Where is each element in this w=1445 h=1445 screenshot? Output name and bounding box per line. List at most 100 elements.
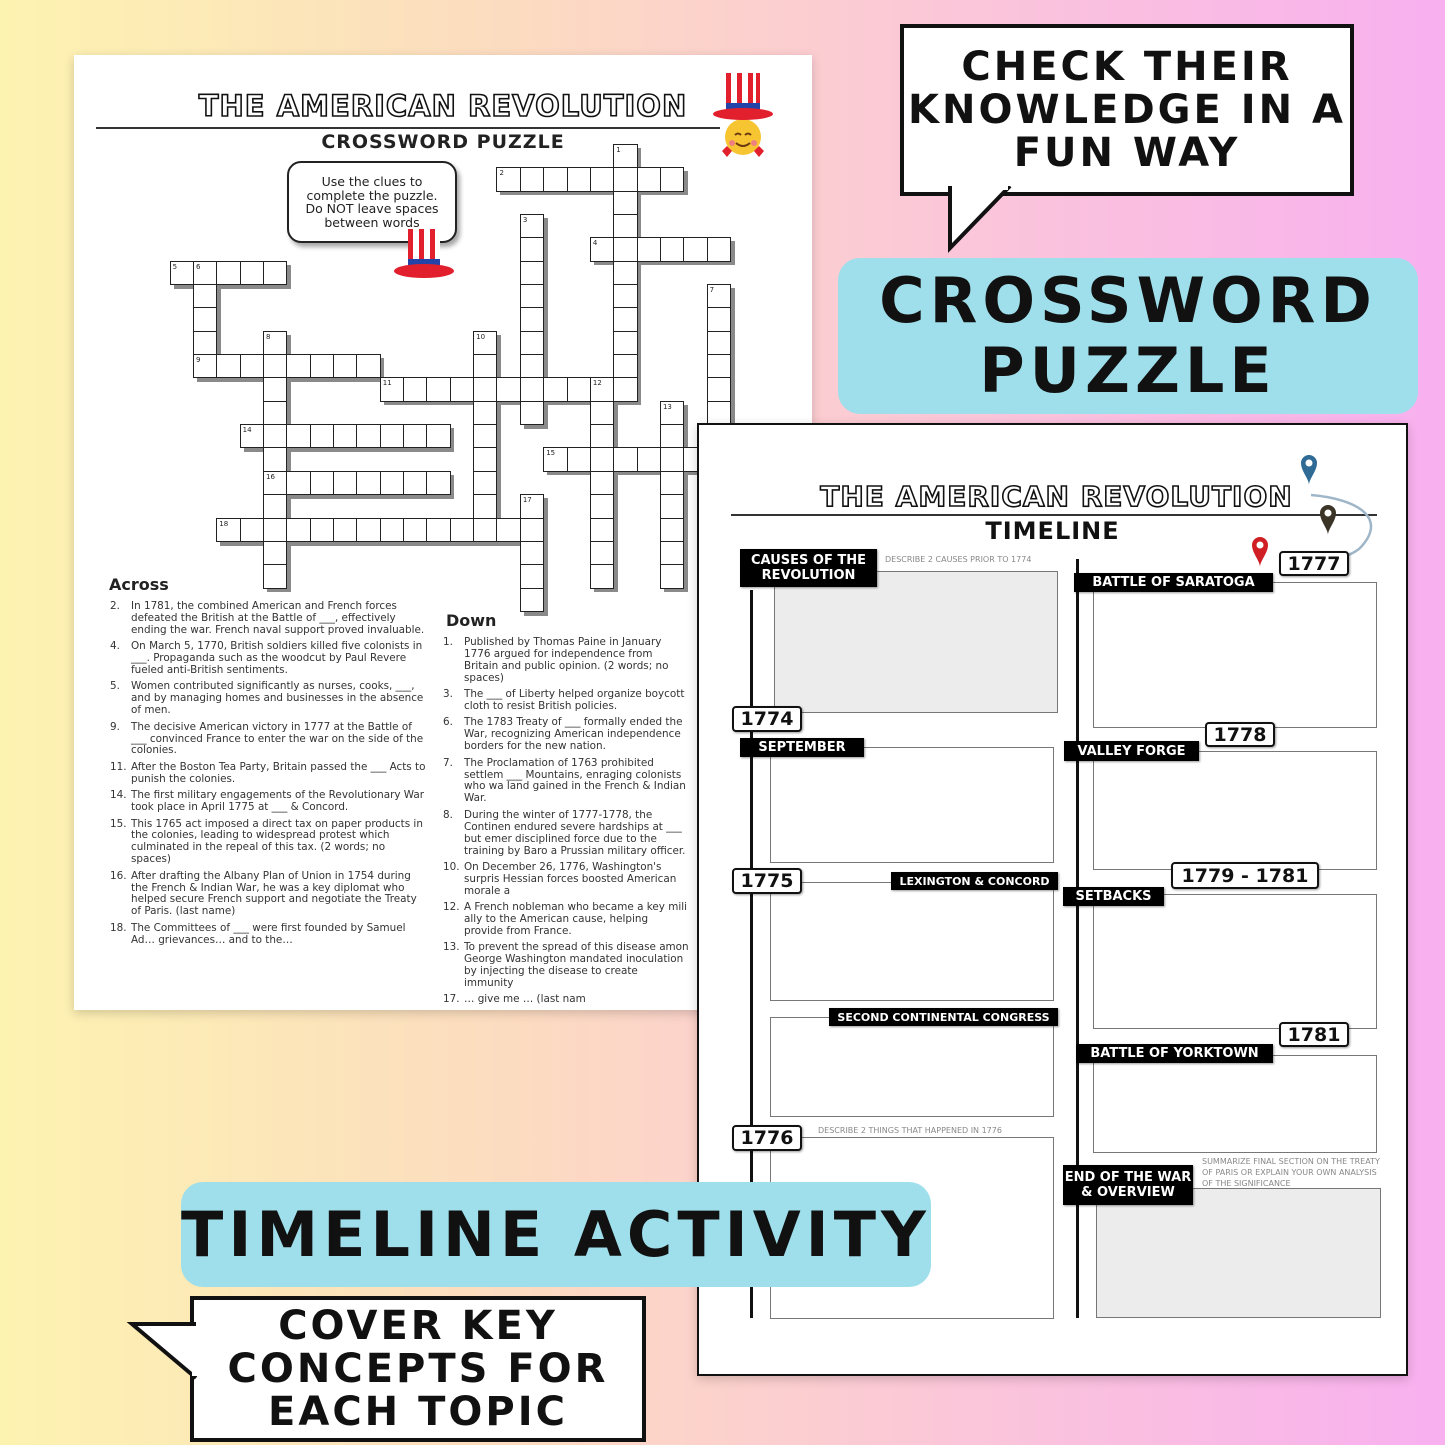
crossword-cell[interactable]: 15 xyxy=(543,447,568,472)
crossword-cell[interactable] xyxy=(449,517,475,542)
crossword-cell[interactable] xyxy=(706,307,731,332)
crossword-cell[interactable] xyxy=(239,260,264,286)
crossword-cell[interactable] xyxy=(473,354,498,379)
crossword-cell[interactable] xyxy=(262,494,288,519)
crossword-cell[interactable] xyxy=(519,377,545,402)
crossword-cell[interactable] xyxy=(262,517,288,542)
crossword-cell[interactable] xyxy=(309,470,335,496)
crossword-cell[interactable] xyxy=(333,424,358,449)
crossword-cell[interactable] xyxy=(636,447,661,472)
crossword-cell[interactable] xyxy=(706,354,731,379)
crossword-cell[interactable] xyxy=(659,540,685,566)
crossword-cell[interactable] xyxy=(613,167,638,192)
congress-answer-box[interactable] xyxy=(770,1017,1054,1117)
crossword-cell[interactable] xyxy=(403,517,428,542)
crossword-cell[interactable] xyxy=(636,237,661,262)
september-answer-box[interactable] xyxy=(770,747,1054,863)
crossword-cell[interactable] xyxy=(239,517,264,542)
crossword-cell[interactable] xyxy=(589,540,615,566)
saratoga-answer-box[interactable] xyxy=(1093,582,1377,728)
crossword-cell[interactable] xyxy=(659,470,685,496)
crossword-cell[interactable] xyxy=(519,400,545,426)
crossword-cell[interactable] xyxy=(659,237,685,262)
crossword-cell[interactable] xyxy=(496,377,521,402)
crossword-cell[interactable] xyxy=(379,470,405,496)
crossword-cell[interactable] xyxy=(566,167,591,192)
crossword-cell[interactable]: 11 xyxy=(379,377,405,402)
crossword-cell[interactable] xyxy=(659,517,685,542)
crossword-cell[interactable] xyxy=(519,354,545,379)
crossword-cell[interactable] xyxy=(543,377,568,402)
crossword-cell[interactable] xyxy=(706,237,731,262)
crossword-cell[interactable] xyxy=(192,284,218,309)
crossword-cell[interactable] xyxy=(519,260,545,286)
crossword-cell[interactable] xyxy=(589,447,615,472)
crossword-cell[interactable] xyxy=(262,400,288,426)
crossword-cell[interactable] xyxy=(333,517,358,542)
crossword-cell[interactable]: 16 xyxy=(262,470,288,496)
crossword-cell[interactable] xyxy=(613,354,638,379)
crossword-cell[interactable] xyxy=(613,307,638,332)
crossword-cell[interactable]: 13 xyxy=(659,400,685,426)
setbacks-answer-box[interactable] xyxy=(1093,894,1377,1029)
crossword-cell[interactable] xyxy=(589,167,615,192)
crossword-cell[interactable] xyxy=(519,517,545,542)
crossword-cell[interactable]: 14 xyxy=(239,424,264,449)
crossword-cell[interactable] xyxy=(706,400,731,426)
crossword-cell[interactable] xyxy=(309,517,335,542)
crossword-cell[interactable] xyxy=(426,517,451,542)
crossword-cell[interactable] xyxy=(262,260,288,286)
crossword-cell[interactable]: 2 xyxy=(496,167,521,192)
crossword-cell[interactable] xyxy=(473,447,498,472)
crossword-cell[interactable] xyxy=(589,470,615,496)
crossword-cell[interactable] xyxy=(519,540,545,566)
crossword-cell[interactable] xyxy=(262,377,288,402)
crossword-cell[interactable] xyxy=(356,470,381,496)
crossword-cell[interactable] xyxy=(543,167,568,192)
lexington-answer-box[interactable] xyxy=(770,882,1054,1001)
crossword-cell[interactable] xyxy=(613,237,638,262)
crossword-cell[interactable] xyxy=(613,284,638,309)
crossword-cell[interactable] xyxy=(216,354,241,379)
crossword-cell[interactable] xyxy=(706,330,731,356)
crossword-cell[interactable] xyxy=(286,517,311,542)
crossword-cell[interactable] xyxy=(519,237,545,262)
crossword-cell[interactable] xyxy=(262,540,288,566)
crossword-cell[interactable] xyxy=(613,213,638,239)
crossword-cell[interactable] xyxy=(706,377,731,402)
crossword-cell[interactable] xyxy=(403,424,428,449)
crossword-cell[interactable] xyxy=(379,517,405,542)
crossword-cell[interactable] xyxy=(333,470,358,496)
crossword-cell[interactable] xyxy=(566,377,591,402)
crossword-cell[interactable] xyxy=(636,167,661,192)
crossword-cell[interactable] xyxy=(613,377,638,402)
crossword-cell[interactable]: 18 xyxy=(216,517,241,542)
valley-forge-answer-box[interactable] xyxy=(1093,751,1377,870)
crossword-cell[interactable] xyxy=(262,354,288,379)
crossword-cell[interactable] xyxy=(216,260,241,286)
crossword-cell[interactable]: 6 xyxy=(192,260,218,286)
crossword-cell[interactable] xyxy=(239,354,264,379)
crossword-cell[interactable] xyxy=(286,424,311,449)
crossword-cell[interactable] xyxy=(473,517,498,542)
crossword-cell[interactable] xyxy=(356,517,381,542)
crossword-cell[interactable]: 1 xyxy=(613,143,638,169)
crossword-cell[interactable] xyxy=(519,284,545,309)
crossword-cell[interactable] xyxy=(589,400,615,426)
crossword-cell[interactable] xyxy=(426,377,451,402)
crossword-cell[interactable] xyxy=(262,447,288,472)
crossword-cell[interactable] xyxy=(309,424,335,449)
crossword-cell[interactable] xyxy=(613,190,638,215)
crossword-cell[interactable] xyxy=(286,470,311,496)
crossword-cell[interactable]: 17 xyxy=(519,494,545,519)
crossword-cell[interactable] xyxy=(659,424,685,449)
crossword-cell[interactable] xyxy=(262,424,288,449)
crossword-cell[interactable] xyxy=(589,517,615,542)
crossword-cell[interactable] xyxy=(473,377,498,402)
crossword-cell[interactable] xyxy=(426,470,451,496)
crossword-cell[interactable]: 3 xyxy=(519,213,545,239)
crossword-cell[interactable] xyxy=(379,424,405,449)
crossword-cell[interactable] xyxy=(613,330,638,356)
causes-answer-box[interactable] xyxy=(774,571,1058,713)
crossword-cell[interactable] xyxy=(613,260,638,286)
